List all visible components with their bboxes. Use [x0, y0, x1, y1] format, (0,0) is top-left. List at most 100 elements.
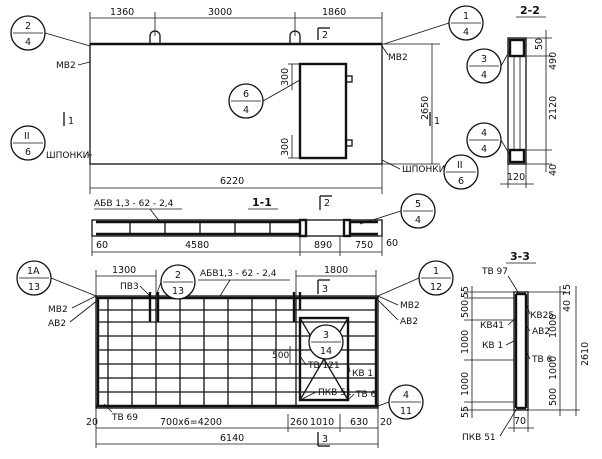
svg-text:13: 13: [172, 286, 184, 297]
rf-dim-20-right: 20: [380, 417, 392, 428]
rf-section-mark-top: 3: [322, 284, 328, 295]
section-mark-1-right: 1: [434, 116, 440, 127]
rf-dim-1800: 1800: [324, 265, 348, 276]
s33-label-kb25: КВ25: [530, 311, 554, 321]
rf-label-pkv51: ПКВ 51: [318, 388, 352, 398]
opening-dim-upper: 300: [280, 68, 291, 86]
rf-dim-260: 260: [290, 417, 308, 428]
s11-section-mark: 2: [324, 198, 330, 209]
s33-label-pkv51: ПКВ 51: [462, 433, 496, 443]
section-1-1-title: 1-1: [252, 196, 272, 209]
s33-dim-l-55-bottom: 55: [460, 406, 471, 418]
s11-dim-60-left: 60: [96, 240, 108, 251]
svg-text:4: 4: [25, 37, 31, 48]
s33-dim-l-500: 500: [460, 300, 471, 318]
s33-label-av2: АВ2: [532, 327, 550, 337]
rf-dim-4200: 700х6=4200: [160, 417, 222, 428]
callout-6-4: 6 4: [228, 83, 264, 119]
s33-dim-l-1000-b: 1000: [460, 372, 471, 396]
rf-label-mv2-right: МВ2: [400, 301, 420, 311]
rf-section-mark-bottom: 3: [322, 434, 328, 445]
s33-dim-r-1000-a: 1000: [548, 314, 559, 338]
callout-1A-13: 1А 13: [16, 260, 52, 296]
callout-II-6-left: II 6: [10, 125, 46, 161]
rf-dim-20-left: 20: [86, 417, 98, 428]
rf-dim-500: 500: [272, 351, 289, 361]
s22-dim-40: 40: [548, 164, 559, 176]
svg-text:1: 1: [463, 11, 469, 22]
s11-dim-4580: 4580: [185, 240, 209, 251]
svg-text:II: II: [457, 160, 463, 171]
svg-text:12: 12: [430, 282, 442, 293]
callout-2-4: 2 4: [10, 15, 46, 51]
rf-label-av2-right: АВ2: [400, 317, 418, 327]
s33-dim-l-55-top: 55: [460, 286, 471, 298]
svg-text:2: 2: [25, 21, 31, 32]
rf-dim-6140: 6140: [220, 433, 244, 444]
s11-mesh-label: АБВ 1,3 - 62 - 2,4: [94, 199, 174, 209]
svg-text:4: 4: [243, 105, 249, 116]
section-2-2-title: 2-2: [520, 4, 540, 17]
dim-top-3: 1860: [322, 7, 346, 18]
rf-label-av2-left: АВ2: [48, 319, 66, 329]
s33-label-kb41: КВ41: [480, 321, 504, 331]
label-shponki-left: ШПОНКИ: [46, 151, 89, 161]
s22-dim-120: 120: [507, 172, 525, 183]
callout-1-12: 1 12: [418, 260, 454, 296]
svg-text:4: 4: [481, 128, 487, 139]
callout-2-13: 2 13: [160, 264, 196, 300]
height-dim: 2650: [420, 96, 431, 120]
s33-dim-r-1000-b: 1000: [548, 356, 559, 380]
label-shponki-right: ШПОНКИ: [402, 165, 445, 175]
dim-top-2: 3000: [208, 7, 232, 18]
s22-dim-50: 50: [534, 38, 545, 50]
section-3-3: 3-3 55 500 1000 1000 55 15 40 1000 1000 …: [460, 250, 591, 443]
svg-text:4: 4: [403, 390, 409, 401]
section-mark-2-top: 2: [322, 30, 328, 41]
svg-text:6: 6: [243, 89, 249, 100]
s22-dim-2120: 2120: [548, 96, 559, 120]
callout-1-4: 1 4: [448, 5, 484, 41]
svg-text:4: 4: [463, 27, 469, 38]
s33-dim-2610: 2610: [580, 342, 591, 366]
svg-text:6: 6: [458, 176, 464, 187]
rf-label-pv3: ПВ3: [120, 282, 139, 292]
label-mv2-left: МВ2: [56, 61, 76, 71]
s11-dim-750: 750: [355, 240, 373, 251]
svg-text:1: 1: [433, 266, 439, 277]
rf-label-tb6: ТВ 6: [355, 390, 377, 400]
svg-text:1А: 1А: [27, 266, 40, 277]
section-1-1: 1-1 АБВ 1,3 - 62 - 2,4 60 4580 890 750 6…: [91, 193, 436, 256]
s33-label-tb97: ТВ 97: [481, 267, 508, 277]
svg-text:3: 3: [323, 330, 329, 341]
svg-text:5: 5: [415, 199, 421, 210]
s11-dim-890: 890: [314, 240, 332, 251]
rf-label-tb69: ТВ 69: [111, 413, 138, 423]
svg-text:4: 4: [481, 144, 487, 155]
callout-3-14: 3 14: [308, 324, 344, 360]
rf-label-kb1: КВ 1: [352, 369, 373, 379]
callout-5-4: 5 4: [400, 193, 436, 229]
s33-label-kb1: КВ 1: [482, 341, 503, 351]
rf-label-tb121: ТВ 121: [307, 361, 340, 371]
s33-dim-70: 70: [514, 416, 526, 427]
s33-label-tb6: ТВ 6: [531, 355, 553, 365]
s33-dim-r-40: 40: [562, 300, 573, 312]
overall-dim: 6220: [220, 176, 244, 187]
s33-dim-l-1000-a: 1000: [460, 330, 471, 354]
s22-dim-490: 490: [548, 52, 559, 70]
svg-text:4: 4: [481, 70, 487, 81]
callout-3-4: 3 4: [466, 48, 502, 84]
rf-label-mv2-left: МВ2: [48, 305, 68, 315]
svg-text:2: 2: [175, 270, 181, 281]
s11-dim-60-right: 60: [386, 238, 398, 249]
svg-text:6: 6: [25, 147, 31, 158]
section-3-3-title: 3-3: [510, 250, 530, 263]
s33-dim-r-500: 500: [548, 388, 559, 406]
dim-top-1: 1360: [110, 7, 134, 18]
s33-dim-r-15: 15: [562, 284, 573, 296]
svg-text:4: 4: [415, 215, 421, 226]
opening-dim-lower: 300: [280, 138, 291, 156]
reinforcement-view: 1300 1800 АБВ1,3 - 62 - 2,4 500: [16, 260, 454, 448]
